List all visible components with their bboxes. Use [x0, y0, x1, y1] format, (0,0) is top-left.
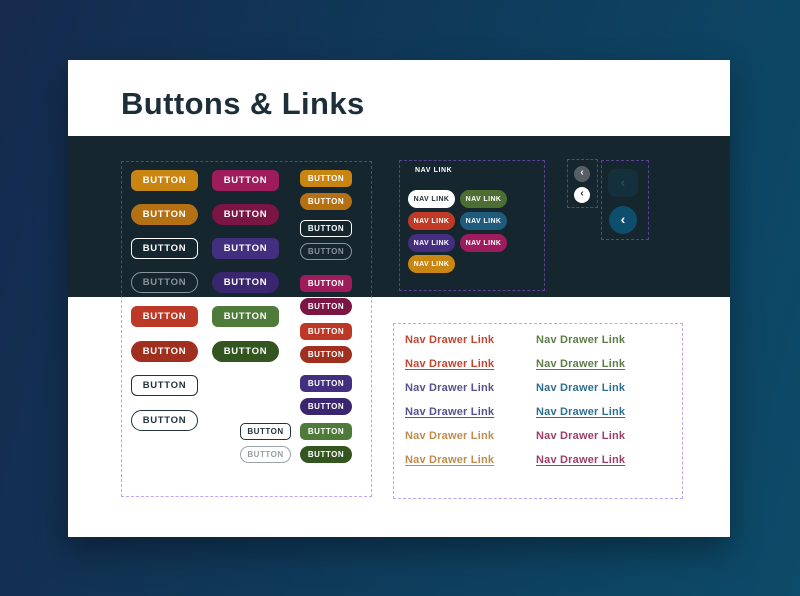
- button-orange-rect-sm[interactable]: BUTTON: [300, 170, 352, 187]
- button-outline-gray-pill-sm-light[interactable]: BUTTON: [240, 446, 291, 463]
- nav-drawer-link-orange[interactable]: Nav Drawer Link: [405, 430, 495, 442]
- nav-link-pill-teal[interactable]: NAV LINK: [460, 212, 507, 230]
- chevron-button-gray-circle[interactable]: ‹: [574, 166, 590, 182]
- nav-link-pill-red[interactable]: NAV LINK: [408, 212, 455, 230]
- nav-link-pill-magenta[interactable]: NAV LINK: [460, 234, 507, 252]
- icon-buttons-panel-small: [567, 159, 598, 208]
- button-outline-navy-rect-lg[interactable]: BUTTON: [131, 375, 198, 396]
- button-purple-dark-pill-lg[interactable]: BUTTON: [212, 272, 279, 293]
- button-green-rect-lg[interactable]: BUTTON: [212, 306, 279, 327]
- icon-buttons-panel-large: [601, 160, 649, 240]
- button-crimson-rect-sm[interactable]: BUTTON: [300, 275, 352, 292]
- button-red-dark-pill-lg[interactable]: BUTTON: [131, 341, 198, 362]
- chevron-button-white-circle[interactable]: ‹: [574, 187, 590, 203]
- nav-drawer-link-orange-underline[interactable]: Nav Drawer Link: [405, 454, 495, 466]
- nav-link-pill-purple[interactable]: NAV LINK: [408, 234, 455, 252]
- button-maroon-pill-sm[interactable]: BUTTON: [300, 298, 352, 315]
- nav-link-heading: NAV LINK: [415, 167, 453, 174]
- button-green-dark-pill-sm[interactable]: BUTTON: [300, 446, 352, 463]
- style-guide-card: Buttons & Links BUTTON BUTTON BUTTON BUTTON…: [68, 60, 730, 537]
- nav-link-pill-green[interactable]: NAV LINK: [460, 190, 507, 208]
- button-outline-navy-rect-sm[interactable]: BUTTON: [240, 423, 291, 440]
- button-orange-dark-pill-sm[interactable]: BUTTON: [300, 193, 352, 210]
- button-outline-white-rect-sm[interactable]: BUTTON: [300, 220, 352, 237]
- nav-link-pill-white[interactable]: NAV LINK: [408, 190, 455, 208]
- chevron-left-icon: ‹: [620, 211, 626, 227]
- nav-drawer-link-indigo[interactable]: Nav Drawer Link: [405, 382, 495, 394]
- button-orange-rect-lg[interactable]: BUTTON: [131, 170, 198, 191]
- button-purple-rect-lg[interactable]: BUTTON: [212, 238, 279, 259]
- button-purple-rect-sm[interactable]: BUTTON: [300, 375, 352, 392]
- nav-drawer-link-teal-underline[interactable]: Nav Drawer Link: [536, 406, 626, 418]
- nav-link-pill-orange[interactable]: NAV LINK: [408, 255, 455, 273]
- nav-drawer-link-red-underline[interactable]: Nav Drawer Link: [405, 358, 495, 370]
- button-orange-dark-pill-lg[interactable]: BUTTON: [131, 204, 198, 225]
- button-outline-gray-pill-lg[interactable]: BUTTON: [131, 272, 198, 293]
- nav-drawer-link-green-underline[interactable]: Nav Drawer Link: [536, 358, 626, 370]
- button-red-rect-lg[interactable]: BUTTON: [131, 306, 198, 327]
- nav-drawer-link-crimson[interactable]: Nav Drawer Link: [536, 430, 626, 442]
- button-green-dark-pill-lg[interactable]: BUTTON: [212, 341, 279, 362]
- nav-drawer-link-green[interactable]: Nav Drawer Link: [536, 334, 626, 346]
- chevron-button-teal-circle[interactable]: ‹: [609, 206, 637, 234]
- button-green-rect-sm[interactable]: BUTTON: [300, 423, 352, 440]
- button-outline-navy-pill-lg[interactable]: BUTTON: [131, 410, 198, 431]
- button-outline-gray-pill-sm[interactable]: BUTTON: [300, 243, 352, 260]
- button-red-dark-pill-sm[interactable]: BUTTON: [300, 346, 352, 363]
- nav-drawer-link-red[interactable]: Nav Drawer Link: [405, 334, 495, 346]
- page-title: Buttons & Links: [121, 86, 365, 121]
- nav-drawer-link-indigo-underline[interactable]: Nav Drawer Link: [405, 406, 495, 418]
- button-red-rect-sm[interactable]: BUTTON: [300, 323, 352, 340]
- button-purple-dark-pill-sm[interactable]: BUTTON: [300, 398, 352, 415]
- nav-drawer-link-teal[interactable]: Nav Drawer Link: [536, 382, 626, 394]
- button-crimson-rect-lg[interactable]: BUTTON: [212, 170, 279, 191]
- nav-links-panel: [399, 160, 545, 291]
- nav-drawer-link-crimson-underline[interactable]: Nav Drawer Link: [536, 454, 626, 466]
- chevron-left-icon: ‹: [620, 174, 626, 190]
- button-outline-white-rect-lg[interactable]: BUTTON: [131, 238, 198, 259]
- chevron-button-muted-square[interactable]: ‹: [608, 169, 638, 197]
- chevron-left-icon: ‹: [580, 167, 584, 178]
- button-maroon-pill-lg[interactable]: BUTTON: [212, 204, 279, 225]
- buttons-panel: [121, 161, 372, 497]
- chevron-left-icon: ‹: [580, 188, 584, 199]
